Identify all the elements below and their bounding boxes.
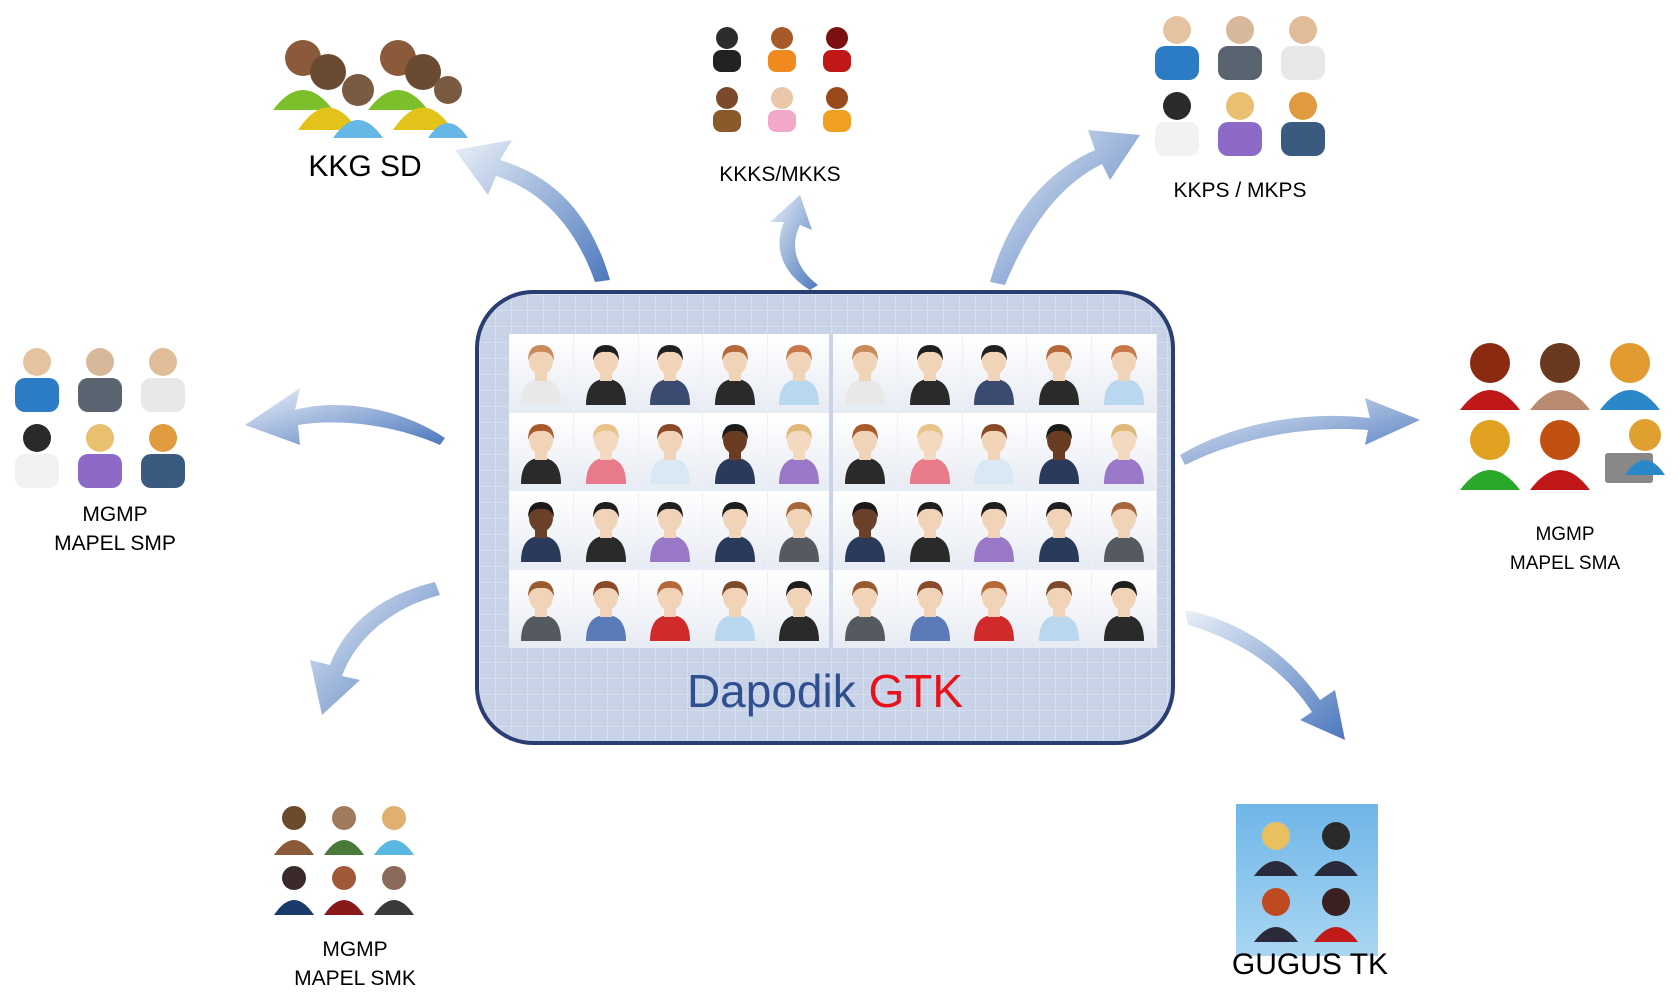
gugus-tk-icon [1236,804,1378,956]
teacher-avatar [962,412,1028,491]
arrow-to-kkks-mkks [770,195,818,290]
mgmp-sma-label-line1: MGMP [1535,524,1595,545]
teacher-avatar [833,491,898,570]
teacher-avatar [962,334,1028,413]
teacher-avatar [703,412,769,491]
gugus-tk-label: GUGUS TK [1231,948,1389,981]
teacher-avatar [703,334,769,413]
kkps-mkps-icon [1150,8,1330,160]
mgmp-sma-icon [1455,335,1665,495]
teacher-avatar [509,412,574,491]
teacher-avatar [897,569,963,648]
teacher-avatar [962,491,1028,570]
mgmp-smp-icon [10,340,190,492]
hub-title: Dapodik GTK [479,664,1171,718]
teacher-avatar [1092,491,1157,570]
kkps-mkps-label: KKPS / MKPS [1173,179,1307,202]
teacher-avatar [768,491,833,570]
arrow-to-mgmp-sma [1180,398,1420,465]
mgmp-sma-label: MGMP MAPEL SMA [1480,520,1650,578]
teacher-avatar [573,491,639,570]
teacher-avatar [897,412,963,491]
mgmp-smk-icon [272,800,417,918]
teacher-avatar [1092,334,1157,413]
teacher-avatar [768,569,833,648]
teacher-avatar [1027,491,1093,570]
teacher-avatar [1092,412,1157,491]
teacher-avatar [768,334,833,413]
teacher-avatar [768,412,833,491]
teacher-avatar [573,569,639,648]
teacher-avatar [833,334,898,413]
dapodik-gtk-hub: Dapodik GTK [475,290,1175,745]
arrow-to-mgmp-smp [245,388,445,445]
teacher-avatar [638,334,704,413]
teacher-avatar [703,491,769,570]
arrow-to-mgmp-smk [310,582,440,715]
teacher-avatar [1027,412,1093,491]
teacher-avatar [897,491,963,570]
teacher-avatar [509,491,574,570]
mgmp-smk-label: MGMP MAPEL SMK [255,935,455,993]
teacher-avatar [573,334,639,413]
teacher-avatar [573,412,639,491]
teacher-avatar [1027,569,1093,648]
hub-title-part1: Dapodik [686,665,856,717]
kkks-mkks-icon [705,20,860,138]
mgmp-smp-label-line2: MAPEL SMP [54,532,176,555]
teacher-avatar-grid [509,334,1157,648]
mgmp-sma-label-line2: MAPEL SMA [1509,553,1621,574]
mgmp-smk-label-line2: MAPEL SMK [294,967,416,990]
teacher-avatar [638,491,704,570]
teacher-avatar [638,412,704,491]
arrow-to-kkps-mkps [990,130,1140,285]
arrow-to-gugus-tk [1185,610,1345,740]
teacher-avatar [509,569,574,648]
mgmp-smk-label-line1: MGMP [322,938,388,961]
teacher-avatar [509,334,574,413]
teacher-avatar [703,569,769,648]
kkg-sd-label: KKG SD [308,150,422,183]
mgmp-smp-label-line1: MGMP [82,503,148,526]
teacher-avatar [962,569,1028,648]
teacher-avatar [833,569,898,648]
teacher-avatar [897,334,963,413]
teacher-avatar [833,412,898,491]
mgmp-smp-label: MGMP MAPEL SMP [15,500,215,558]
kkg-sd-icon [258,20,468,140]
teacher-avatar [1092,569,1157,648]
hub-title-part2: GTK [868,665,964,717]
kkks-mkks-label: KKKS/MKKS [719,163,841,186]
teacher-avatar [1027,334,1093,413]
teacher-avatar [638,569,704,648]
arrow-to-kkg-sd [455,140,610,282]
